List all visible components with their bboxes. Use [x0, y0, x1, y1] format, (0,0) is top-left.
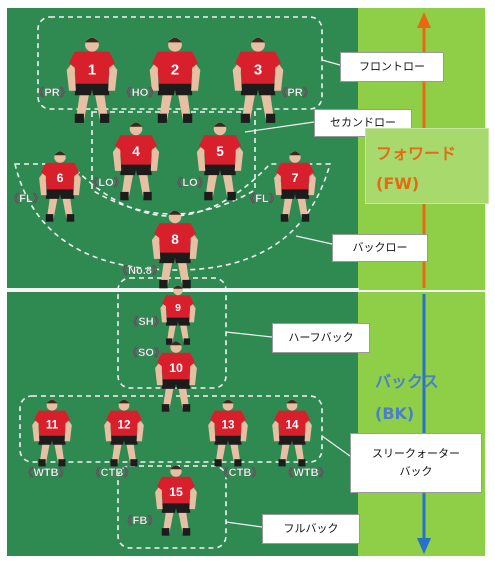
player-number: 7	[292, 171, 299, 185]
position-label: 《No.8》	[117, 264, 163, 277]
position-label-text: 《No.8》	[117, 264, 163, 277]
callout-full-back: フルバック	[262, 514, 360, 544]
player-number: 5	[216, 144, 224, 159]
callout-back-row: バックロー	[332, 234, 428, 262]
player-number: 14	[285, 419, 299, 432]
position-label-text: 《PR》	[276, 86, 313, 99]
position-label-text: 《PR》	[33, 86, 70, 99]
player-number: 8	[171, 232, 179, 247]
half-back-outline	[117, 277, 227, 389]
player-figure: 13	[208, 399, 248, 467]
callout-front-row: フロントロー	[340, 52, 444, 82]
callout-second-row-label: セカンドロー	[330, 116, 396, 130]
player-figure: 8	[151, 210, 199, 289]
position-label: 《LO》	[171, 176, 209, 189]
backs-title: バックス	[375, 371, 439, 391]
second-row-outline	[91, 111, 256, 215]
position-label: 《FL》	[244, 192, 280, 205]
callout-three-quarter-label-line1: スリークォーター	[372, 447, 460, 461]
player-number: 2	[171, 62, 179, 79]
callout-back-row-label: バックロー	[352, 241, 408, 255]
position-label-text: 《FL》	[8, 192, 43, 205]
front-row-outline	[37, 16, 323, 110]
leader-second-row	[244, 121, 315, 133]
position-label: 《WTB》	[22, 466, 69, 479]
player-number: 6	[57, 171, 64, 185]
player-figure: 12	[104, 399, 144, 467]
callout-half-back-label: ハーフバック	[288, 331, 354, 345]
backs-arrow	[417, 294, 431, 554]
callout-full-back-label: フルバック	[283, 522, 339, 536]
forwards-title: フォワード	[376, 143, 457, 163]
position-label-text: 《LO》	[87, 176, 124, 189]
leader-back-row	[295, 235, 333, 245]
callout-half-back: ハーフバック	[272, 323, 370, 353]
leader-half-back	[225, 331, 273, 338]
player-number: 4	[132, 144, 140, 159]
player-figure: 9	[160, 285, 196, 345]
player-figure: 10	[155, 341, 197, 412]
position-label: 《FB》	[122, 514, 159, 527]
player-figure: 7	[274, 151, 316, 222]
callout-three-quarter: スリークォーター バック	[350, 433, 482, 493]
position-label-text: 《CTB》	[218, 466, 263, 479]
position-label: 《SH》	[127, 315, 165, 328]
side-divider-line	[358, 290, 485, 292]
player-figure: 3	[232, 37, 284, 123]
forwards-group-box: フォワード (FW)	[365, 128, 489, 204]
backs-group-box: バックス (BK)	[365, 360, 487, 430]
player-number: 1	[88, 62, 96, 79]
position-label-text: 《FL》	[244, 192, 279, 205]
position-label: 《CTB》	[90, 466, 135, 479]
back-row-outline	[13, 163, 332, 271]
player-figure: 6	[39, 151, 81, 222]
player-figure: 1	[66, 37, 118, 123]
player-number: 9	[175, 303, 181, 314]
player-number: 3	[254, 62, 262, 79]
position-label-text: 《LO》	[171, 176, 208, 189]
position-label-text: 《SH》	[127, 315, 164, 328]
backs-abbr: (BK)	[375, 403, 415, 423]
position-label-text: 《SO》	[127, 346, 165, 359]
callout-second-row: セカンドロー	[314, 109, 412, 137]
position-label: 《PR》	[276, 86, 314, 99]
player-figure: 14	[272, 399, 312, 467]
player-number: 13	[221, 419, 235, 432]
player-figure: 15	[155, 465, 197, 536]
position-label: 《LO》	[87, 176, 125, 189]
position-label-text: 《FB》	[122, 514, 159, 527]
player-number: 15	[169, 485, 183, 499]
position-label-text: 《HO》	[121, 86, 160, 99]
leader-full-back	[225, 521, 263, 528]
player-figure: 11	[32, 399, 72, 467]
player-figure: 4	[112, 122, 160, 201]
position-label: 《HO》	[121, 86, 160, 99]
position-label: 《WTB》	[282, 466, 329, 479]
position-label: 《PR》	[33, 86, 71, 99]
half-line	[7, 288, 359, 292]
player-number: 11	[46, 419, 59, 432]
position-label: 《SO》	[127, 346, 165, 359]
player-number: 10	[169, 361, 183, 375]
callout-three-quarter-label-line2: バック	[399, 465, 433, 478]
player-number: 12	[117, 419, 131, 432]
callout-front-row-label: フロントロー	[359, 60, 425, 74]
position-label: 《FL》	[8, 192, 44, 205]
position-label-text: 《WTB》	[282, 466, 329, 479]
player-figure: 5	[196, 122, 244, 201]
position-label-text: 《CTB》	[90, 466, 135, 479]
player-figure: 2	[149, 37, 201, 123]
forwards-abbr: (FW)	[376, 173, 420, 193]
position-label-text: 《WTB》	[22, 466, 69, 479]
leader-three-quarter	[321, 435, 351, 457]
leader-front-row	[321, 59, 341, 66]
position-label: 《CTB》	[218, 466, 263, 479]
